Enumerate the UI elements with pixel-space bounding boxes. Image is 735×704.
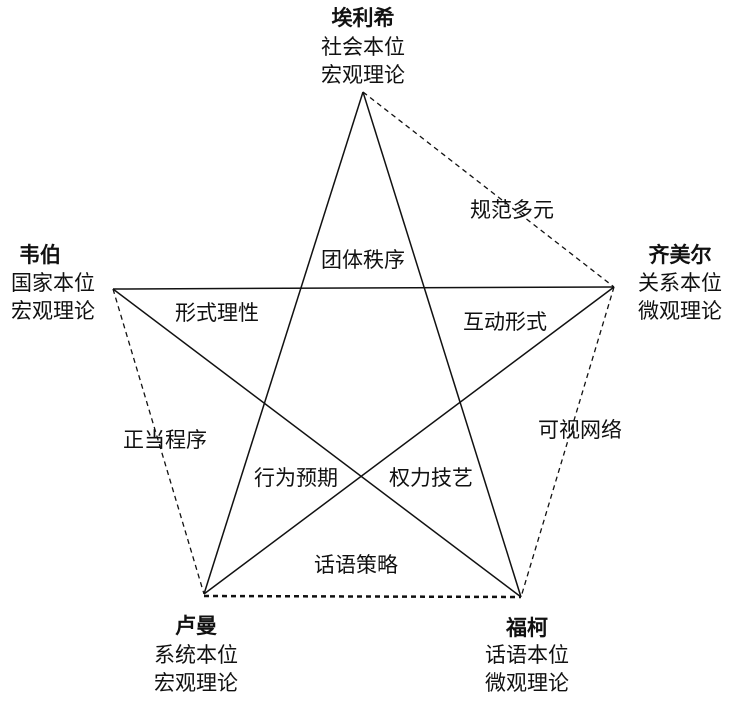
dashed-bottom: [203, 594, 522, 599]
node-top-name: 埃利希: [331, 6, 395, 30]
inner-label-lower-left: 行为预期: [254, 466, 338, 490]
node-top-orientation: 社会本位: [321, 35, 405, 59]
edge-label-top-right: 规范多元: [470, 198, 554, 222]
node-bottom-left-name: 卢曼: [175, 614, 217, 638]
inner-label-lower-right: 权力技艺: [389, 466, 473, 490]
line-top-bottom-right: [362, 91, 522, 598]
dashed-top-right: [362, 91, 615, 288]
line-left-right: [112, 286, 615, 290]
node-bottom-left-theory: 宏观理论: [154, 671, 238, 695]
node-left-name: 韦伯: [19, 243, 61, 267]
inner-label-top: 团体秩序: [321, 248, 405, 272]
line-right-bottom-left: [203, 286, 615, 595]
line-left-bottom-right: [112, 288, 522, 598]
node-bottom-left-orientation: 系统本位: [154, 643, 238, 667]
inner-label-right: 互动形式: [463, 310, 547, 334]
node-right-theory: 微观理论: [638, 299, 722, 323]
edge-label-right-bottom-right: 可视网络: [538, 418, 622, 442]
node-bottom-right-orientation: 话语本位: [485, 643, 569, 667]
line-top-bottom-left: [203, 91, 364, 595]
node-right-orientation: 关系本位: [638, 271, 722, 295]
node-top-theory: 宏观理论: [321, 63, 405, 87]
dashed-left-bottom-left: [112, 288, 205, 595]
node-left-orientation: 国家本位: [11, 271, 95, 295]
inner-label-left: 形式理性: [175, 301, 259, 325]
edge-label-left-bottom-left: 正当程序: [123, 428, 207, 452]
node-left-theory: 宏观理论: [11, 299, 95, 323]
edge-label-bottom: 话语策略: [314, 553, 398, 577]
node-bottom-right-theory: 微观理论: [485, 671, 569, 695]
node-right-name: 齐美尔: [648, 243, 712, 267]
node-bottom-right-name: 福柯: [506, 616, 548, 640]
